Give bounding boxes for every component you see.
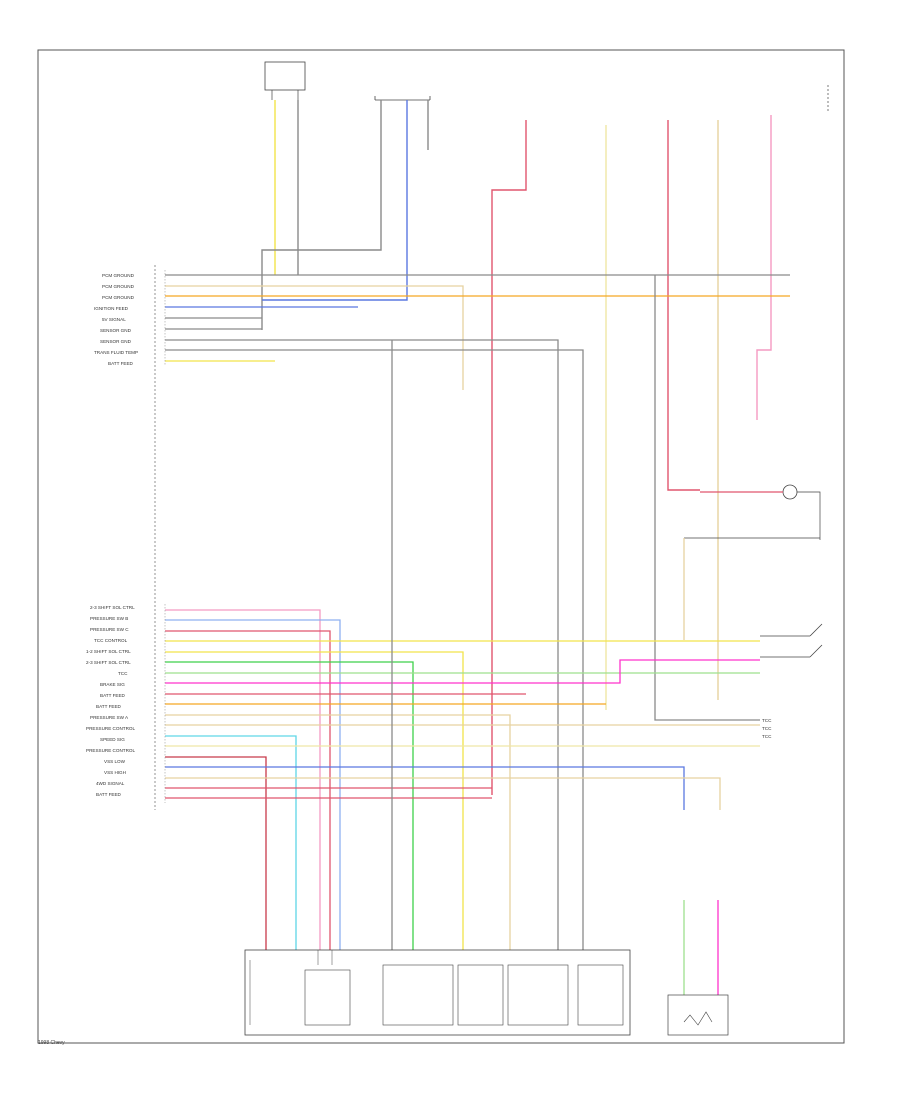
svg-text:SENSOR GND: SENSOR GND xyxy=(100,328,132,333)
right-vertical-gray xyxy=(654,275,760,721)
svg-text:5V SIGNAL: 5V SIGNAL xyxy=(102,317,126,322)
svg-text:TRANS FLUID TEMP: TRANS FLUID TEMP xyxy=(94,350,138,355)
svg-text:2-3 SHIFT SOL CTRL: 2-3 SHIFT SOL CTRL xyxy=(90,605,135,610)
svg-text:PRESSURE SW B: PRESSURE SW B xyxy=(90,616,128,621)
svg-text:PCM GROUND: PCM GROUND xyxy=(102,295,135,300)
pcm-connector-upper: PCM GROUND PCM GROUND PCM GROUND IGNITIO… xyxy=(94,265,156,810)
svg-text:PRESSURE SW A: PRESSURE SW A xyxy=(90,715,129,720)
svg-text:TCC: TCC xyxy=(762,726,772,731)
svg-text:BATT FEED: BATT FEED xyxy=(108,361,134,366)
svg-text:BRAKE SIG: BRAKE SIG xyxy=(100,682,125,687)
upper-harness xyxy=(165,274,790,950)
svg-text:TCC: TCC xyxy=(762,734,772,739)
svg-text:SENSOR GND: SENSOR GND xyxy=(100,339,132,344)
top-wire-drops xyxy=(261,100,772,795)
diagram-border xyxy=(37,49,845,1044)
instrument-cluster-link xyxy=(683,537,820,640)
svg-text:PRESSURE CONTROL: PRESSURE CONTROL xyxy=(86,748,135,753)
output-speed-sensor xyxy=(667,900,729,1036)
svg-text:VSS LOW: VSS LOW xyxy=(104,759,126,764)
lower-harness xyxy=(165,340,760,950)
svg-text:TCC: TCC xyxy=(118,671,128,676)
svg-text:PRESSURE CONTROL: PRESSURE CONTROL xyxy=(86,726,135,731)
svg-text:TCC CONTROL: TCC CONTROL xyxy=(94,638,128,643)
svg-text:BATT FEED: BATT FEED xyxy=(96,792,122,797)
tcc-connector-right: TCC TCC TCC xyxy=(762,718,772,739)
svg-text:BATT FEED: BATT FEED xyxy=(100,693,126,698)
svg-text:TCC: TCC xyxy=(762,718,772,723)
pcm-connector-lower: 2-3 SHIFT SOL CTRL PRESSURE SW B PRESSUR… xyxy=(86,605,135,797)
speed-sensor xyxy=(700,484,821,540)
svg-text:4WD SIGNAL: 4WD SIGNAL xyxy=(96,781,125,786)
svg-text:VSS HIGH: VSS HIGH xyxy=(104,770,126,775)
svg-text:SPEED SIG: SPEED SIG xyxy=(100,737,125,742)
top-splice-pack xyxy=(374,96,431,101)
transmission-block xyxy=(244,949,631,1036)
footer-code: 1998 Chevy xyxy=(38,1040,65,1046)
svg-text:1-2 SHIFT SOL CTRL: 1-2 SHIFT SOL CTRL xyxy=(86,649,131,654)
svg-text:BATT FEED: BATT FEED xyxy=(96,704,122,709)
svg-text:IGNITION FEED: IGNITION FEED xyxy=(94,306,129,311)
svg-text:PCM GROUND: PCM GROUND xyxy=(102,273,135,278)
top-connector-fuse xyxy=(264,61,306,100)
svg-text:2-3 SHIFT SOL CTRL: 2-3 SHIFT SOL CTRL xyxy=(86,660,131,665)
svg-text:PCM GROUND: PCM GROUND xyxy=(102,284,135,289)
svg-text:PRESSURE SW C: PRESSURE SW C xyxy=(90,627,129,632)
brake-switch xyxy=(760,623,823,658)
